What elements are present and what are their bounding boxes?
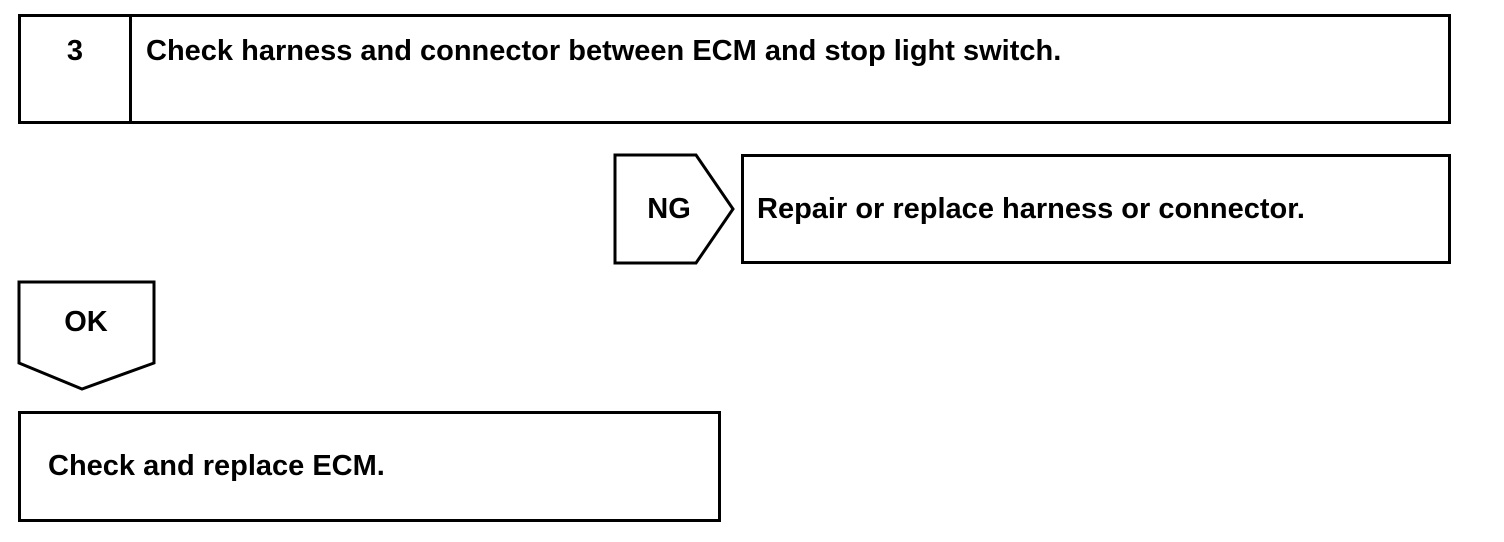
ng-result-text: Repair or replace harness or connector. (757, 193, 1305, 225)
ok-tag-shape (17, 280, 156, 391)
ok-tag-label: OK (64, 306, 108, 338)
step-title: Check harness and connector between ECM … (146, 35, 1062, 67)
step-box (18, 14, 1451, 124)
ng-tag-label: NG (647, 193, 691, 225)
ok-result-text: Check and replace ECM. (48, 450, 385, 482)
ng-result-box (741, 154, 1451, 264)
step-number: 3 (66, 35, 84, 67)
ok-result-box (18, 411, 721, 522)
ng-tag-shape (613, 153, 735, 265)
step-divider (129, 14, 132, 124)
